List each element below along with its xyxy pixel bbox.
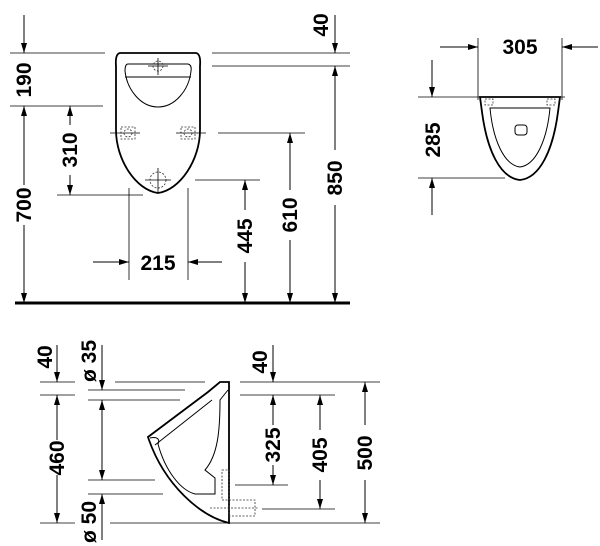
dim-left-top-offset: 40 — [34, 345, 57, 368]
dim-side-fixing-height: 610 — [279, 197, 302, 232]
dim-inlet-to-outlet: 325 — [262, 427, 285, 462]
top-view: 305 285 — [418, 36, 598, 215]
dim-bowl-height: 190 — [13, 62, 36, 97]
urinal-top — [478, 96, 562, 181]
dim-outlet-diameter: ø 50 — [78, 501, 101, 543]
dim-left-height: 460 — [46, 440, 69, 475]
dim-fixing-spacing: 310 — [59, 132, 82, 167]
front-view: 40 190 700 310 445 610 850 215 — [10, 13, 350, 305]
dim-depth: 285 — [422, 122, 445, 157]
dim-fixing-height: 700 — [13, 187, 36, 222]
dim-top-offset: 40 — [310, 13, 333, 36]
dim-total-depth: 500 — [354, 435, 377, 470]
dim-height-405: 405 — [309, 437, 332, 472]
dim-outlet-height: 445 — [234, 218, 257, 253]
dim-right-top-offset: 40 — [249, 350, 272, 373]
dim-width-between: 215 — [140, 252, 175, 275]
dimension-arrows — [21, 15, 338, 303]
dim-width: 305 — [502, 36, 537, 59]
dim-inlet-diameter: ø 35 — [78, 340, 101, 382]
urinal-front — [110, 52, 206, 194]
side-view: 40 ø 35 460 ø 50 40 325 405 500 — [34, 340, 380, 543]
urinal-side — [146, 381, 258, 525]
dim-total-height: 850 — [324, 160, 347, 195]
